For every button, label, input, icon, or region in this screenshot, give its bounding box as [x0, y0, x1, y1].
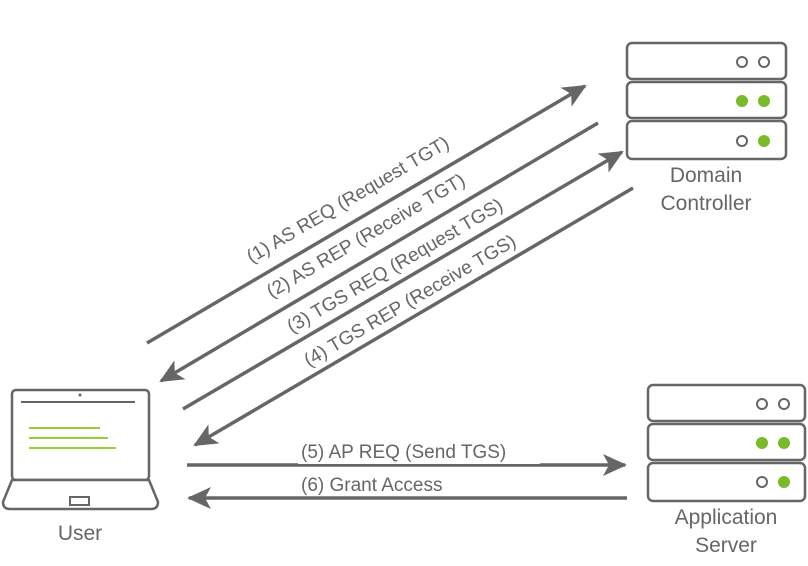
led-on: [736, 95, 748, 107]
led-off: [756, 398, 768, 410]
laptop-screen: [10, 388, 151, 482]
led-off: [736, 135, 748, 147]
laptop-base: [1, 478, 160, 511]
led-off: [736, 56, 748, 68]
grant-access-label-bg: [298, 474, 468, 496]
laptop-camera: [78, 393, 82, 397]
application-server-label-line2: Server: [695, 534, 757, 557]
domain-controller-server-icon: [625, 41, 788, 161]
server-unit-1: [625, 41, 788, 81]
led-off: [778, 398, 790, 410]
laptop-touchpad: [69, 496, 90, 506]
led-on: [756, 437, 768, 449]
server-unit-3: [646, 461, 807, 503]
led-on: [758, 135, 770, 147]
application-server-label-line1: Application: [675, 506, 778, 529]
grant-access-label: (6) Grant Access: [301, 475, 443, 496]
arrow-tgs-req: [182, 150, 624, 411]
domain-controller-label-line2: Controller: [660, 192, 751, 215]
server-unit-3: [625, 119, 788, 161]
server-unit-2: [646, 422, 807, 462]
user-laptop-icon: [1, 388, 160, 511]
application-server-icon: [646, 383, 807, 503]
ap-req-label: (5) AP REQ (Send TGS): [301, 442, 506, 463]
server-unit-1: [646, 383, 807, 423]
domain-controller-label-line1: Domain: [670, 164, 742, 187]
led-on: [778, 476, 790, 488]
arrow-tgs-rep: [193, 186, 634, 447]
led-on: [778, 437, 790, 449]
led-off: [758, 56, 770, 68]
arrow-as-req: [146, 84, 587, 345]
arrow-as-rep: [159, 121, 599, 383]
user-label: User: [58, 522, 102, 545]
led-off: [756, 476, 768, 488]
server-unit-2: [625, 80, 788, 120]
led-on: [758, 95, 770, 107]
ap-req-label-bg: [298, 438, 540, 464]
